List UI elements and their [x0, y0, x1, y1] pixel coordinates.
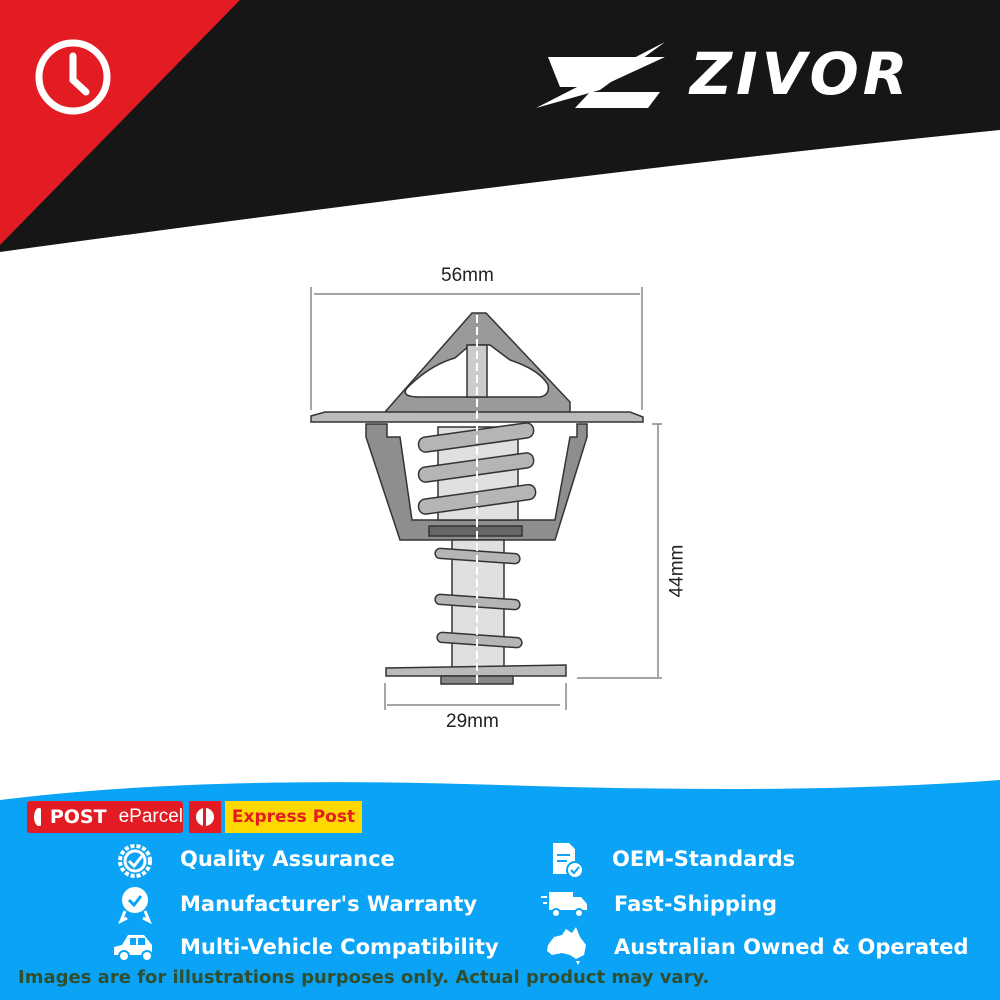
red-corner: [0, 0, 240, 245]
delivery-truck-icon: [540, 884, 590, 924]
warranty-ribbon-icon: [115, 885, 155, 925]
auspost-logo-icon: [196, 808, 214, 826]
australia-map-icon: [543, 925, 591, 965]
clock-icon: [35, 39, 111, 115]
footer-band: [0, 780, 1000, 1000]
width-dimension-label: 56mm: [441, 265, 494, 286]
auspost-label: POST: [49, 806, 107, 828]
express-post-badge: Express Post: [225, 801, 362, 833]
auspost-logo-box: [189, 801, 221, 833]
header-band: [0, 0, 1000, 252]
feature-manufacturers-warranty: Manufacturer's Warranty: [180, 892, 478, 916]
document-check-icon: [545, 840, 585, 880]
eparcel-label: eParcel: [118, 806, 183, 827]
feature-fast-shipping: Fast-Shipping: [614, 892, 778, 916]
thermostat-diagram: [310, 287, 662, 710]
disclaimer: Images are for illustrations purposes on…: [18, 967, 710, 988]
auspost-logo-icon: [34, 808, 44, 826]
feature-multi-vehicle: Multi-Vehicle Compatibility: [180, 935, 499, 959]
height-dimension-label: 44mm: [666, 544, 688, 598]
auspost-eparcel-badge: POST eParcel: [27, 801, 183, 833]
quality-badge-icon: [115, 841, 155, 881]
feature-australian-owned: Australian Owned & Operated: [614, 935, 969, 959]
feature-oem-standards: OEM-Standards: [612, 847, 796, 871]
car-icon: [112, 928, 152, 968]
feature-quality-assurance: Quality Assurance: [180, 847, 395, 871]
brand-name: ZIVOR: [690, 40, 912, 108]
zivor-logo-mark: [536, 42, 665, 108]
base-dimension-label: 29mm: [446, 711, 499, 732]
